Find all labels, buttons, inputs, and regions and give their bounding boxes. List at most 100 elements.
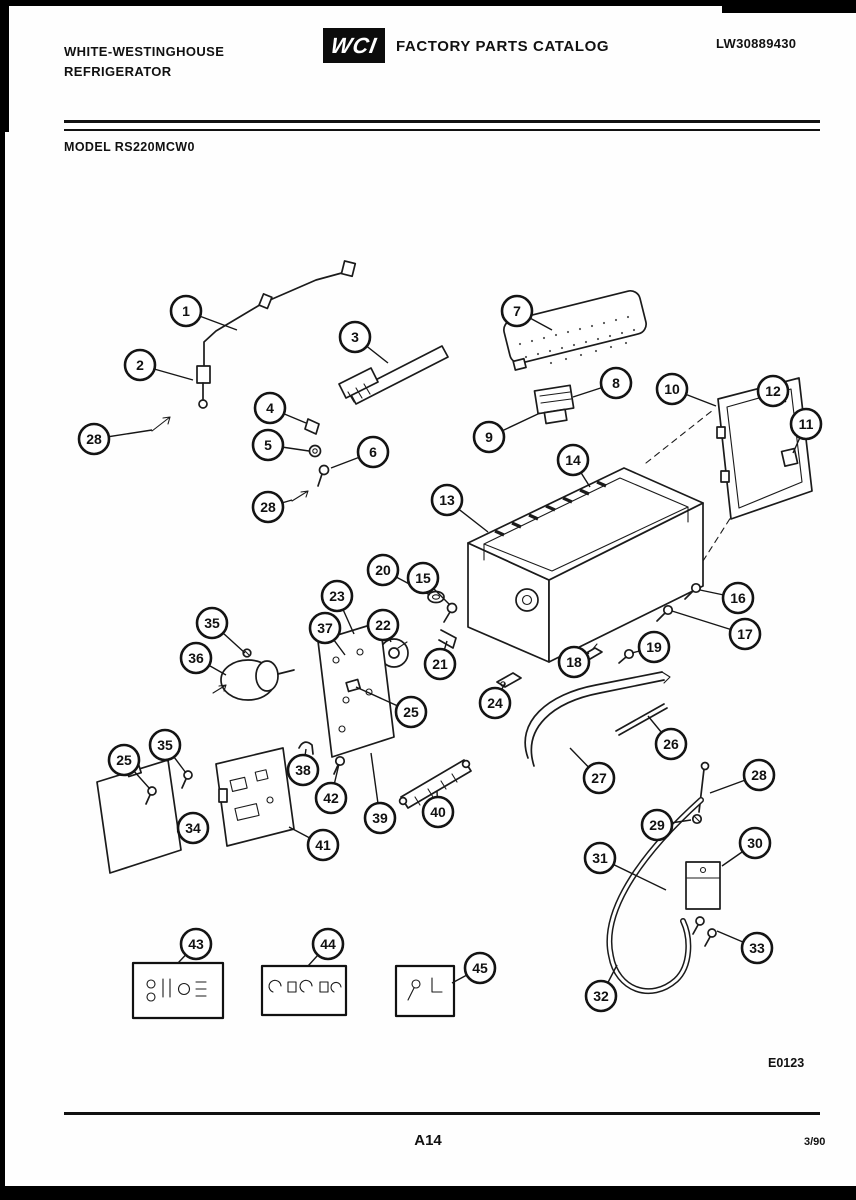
callout-41: 41 [306, 828, 340, 862]
scan-artifact-left-corner [0, 0, 9, 132]
callout-31: 31 [583, 841, 617, 875]
drive-parts-art [379, 590, 522, 688]
svg-text:35: 35 [157, 737, 173, 753]
svg-text:11: 11 [799, 416, 814, 432]
callout-15: 15 [406, 561, 440, 595]
svg-text:2: 2 [136, 357, 144, 373]
svg-text:40: 40 [430, 804, 446, 820]
svg-text:17: 17 [737, 626, 753, 642]
footer-divider [64, 1112, 820, 1115]
clips-art [298, 741, 346, 775]
svg-text:45: 45 [472, 960, 488, 976]
callout-40: 40 [421, 795, 455, 829]
svg-text:19: 19 [646, 639, 662, 655]
svg-text:5: 5 [264, 437, 272, 453]
ice-container-art [467, 467, 704, 663]
figure-code: E0123 [768, 1056, 805, 1070]
svg-text:44: 44 [320, 936, 336, 952]
scan-artifact-left [0, 0, 5, 1190]
control-module-art [317, 621, 395, 758]
wiring-harness-art [151, 260, 357, 432]
callout-22: 22 [366, 608, 400, 642]
kit-boxes-art [131, 961, 456, 1020]
callout-25: 25 [394, 695, 428, 729]
kit-box-44 [260, 964, 348, 1017]
svg-text:41: 41 [315, 837, 331, 853]
svg-text:38: 38 [295, 762, 311, 778]
mount-fasteners-art [291, 418, 330, 502]
date-code: 3/90 [804, 1136, 826, 1148]
svg-text:28: 28 [86, 431, 102, 447]
svg-text:43: 43 [188, 936, 204, 952]
callout-8: 8 [599, 366, 633, 400]
cover-stipple [518, 315, 636, 365]
svg-text:42: 42 [323, 790, 339, 806]
heater-art [398, 759, 472, 809]
callout-33: 33 [740, 931, 774, 965]
document-number: LW30889430 [716, 36, 797, 51]
svg-text:1: 1 [182, 303, 190, 319]
callout-32: 32 [584, 979, 618, 1013]
svg-text:9: 9 [485, 429, 493, 445]
svg-text:35: 35 [204, 615, 220, 631]
callout-28: 28 [77, 422, 111, 456]
callout-30: 30 [738, 826, 772, 860]
svg-text:37: 37 [317, 620, 333, 636]
page-number: A14 [414, 1132, 442, 1149]
callout-7: 7 [500, 294, 534, 328]
svg-text:24: 24 [487, 695, 503, 711]
callout-20: 20 [366, 553, 400, 587]
callout-45: 45 [463, 951, 497, 985]
callout-14: 14 [556, 443, 590, 477]
callout-17: 17 [728, 617, 762, 651]
wire-shelf-art [524, 671, 671, 767]
svg-text:7: 7 [513, 303, 521, 319]
svg-text:4: 4 [266, 400, 274, 416]
control-board-art [215, 747, 295, 847]
svg-text:20: 20 [375, 562, 391, 578]
brand-line-2: REFRIGERATOR [64, 63, 172, 79]
svg-text:10: 10 [664, 381, 680, 397]
svg-text:36: 36 [188, 650, 204, 666]
kit-box-45 [394, 964, 456, 1018]
callout-9: 9 [472, 420, 506, 454]
callout-18: 18 [557, 645, 591, 679]
svg-text:33: 33 [749, 940, 765, 956]
callout-5: 5 [251, 428, 285, 462]
model-number-line: MODEL RS220MCW0 [64, 140, 195, 154]
callout-4: 4 [253, 391, 287, 425]
callout-11: 11 [789, 407, 823, 441]
callout-25: 25 [107, 743, 141, 777]
module-housing-art [533, 384, 575, 425]
callout-2: 2 [123, 348, 157, 382]
svg-text:28: 28 [751, 767, 767, 783]
svg-text:21: 21 [432, 656, 448, 672]
ice-tray-cover-art [503, 289, 647, 371]
brand-block: WHITE-WESTINGHOUSE REFRIGERATOR [64, 42, 224, 81]
svg-text:28: 28 [260, 499, 276, 515]
callout-36: 36 [179, 641, 213, 675]
callout-44: 44 [311, 927, 345, 961]
callout-39: 39 [363, 801, 397, 835]
kit-box-43 [131, 961, 225, 1020]
svg-text:13: 13 [439, 492, 455, 508]
callout-26: 26 [654, 727, 688, 761]
callout-43: 43 [179, 927, 213, 961]
fill-tube-art [338, 345, 449, 405]
callout-38: 38 [286, 753, 320, 787]
svg-text:15: 15 [415, 570, 431, 586]
callout-35: 35 [148, 728, 182, 762]
wci-logo: WCI [323, 28, 385, 63]
svg-text:30: 30 [747, 835, 763, 851]
callout-16: 16 [721, 581, 755, 615]
callout-3: 3 [338, 320, 372, 354]
callout-24: 24 [478, 686, 512, 720]
svg-text:6: 6 [369, 444, 377, 460]
header-divider [64, 120, 820, 131]
svg-text:3: 3 [351, 329, 359, 345]
scan-artifact-top-right [722, 0, 856, 13]
svg-text:32: 32 [593, 988, 609, 1004]
